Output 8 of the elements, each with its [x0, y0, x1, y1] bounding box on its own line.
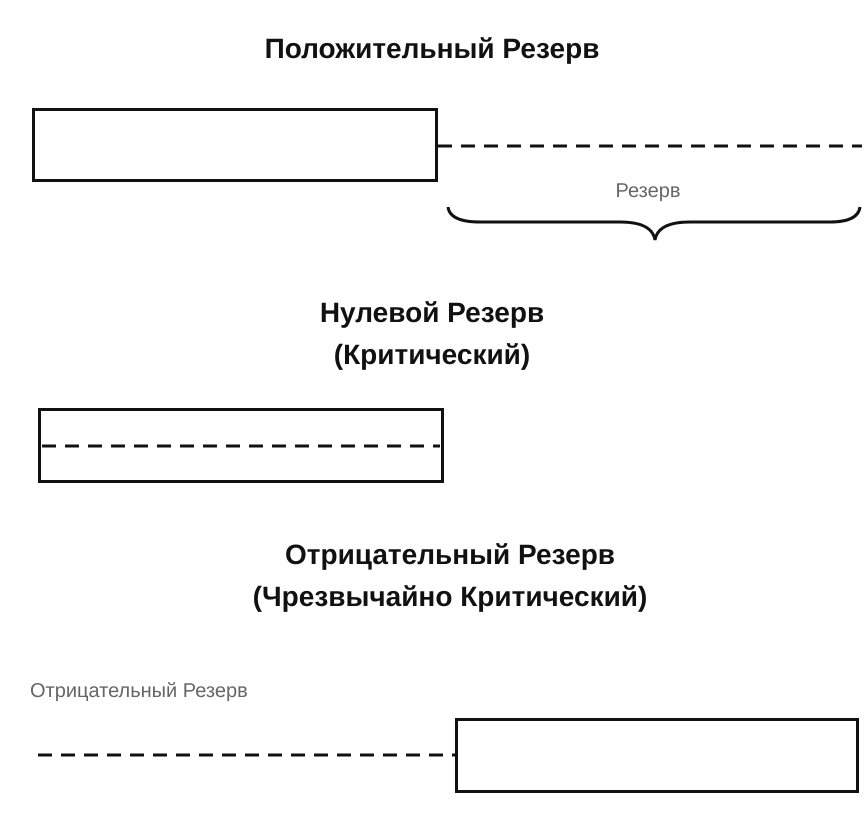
task-bar: [455, 718, 859, 793]
task-bar: [32, 108, 438, 182]
annotation-text: Отрицательный Резерв: [30, 679, 249, 704]
task-bar: [38, 408, 444, 483]
section-heading: Нулевой Резерв (Критический): [318, 296, 546, 372]
section-heading: Отрицательный Резерв (Чрезвычайно Критический): [252, 538, 648, 614]
annotation-text: Резерв: [614, 179, 682, 204]
section-heading: Положительный Резерв: [264, 32, 600, 66]
